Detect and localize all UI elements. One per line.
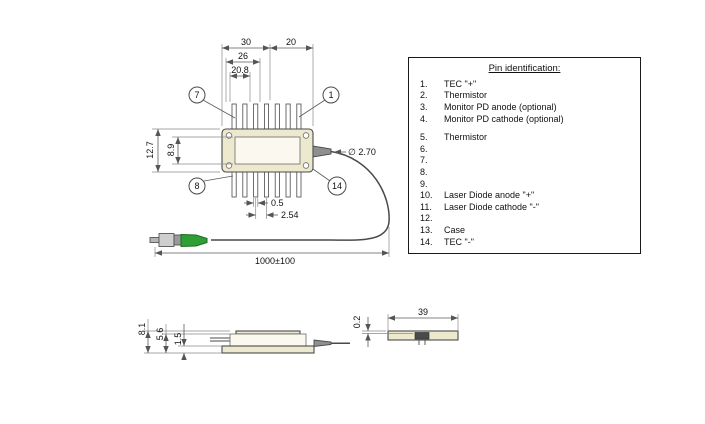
pin-number: 2. <box>420 90 428 101</box>
pin-table-title: Pin identification: <box>488 63 561 74</box>
package-lid <box>234 136 301 165</box>
pin-number: 5. <box>420 132 428 143</box>
fiber-connector <box>149 233 208 248</box>
dimension-labels: 30 20 26 20.8 12.7 8.9 7 1 8 14 ∅ 2.70 0… <box>137 37 428 345</box>
side-body <box>229 333 307 347</box>
pin-label: Thermistor <box>444 132 488 143</box>
pin-row: 6. <box>409 143 640 155</box>
end-center-component <box>414 332 430 340</box>
pin-row: 9. <box>409 178 640 190</box>
pin-row: 7. <box>409 155 640 167</box>
mount-hole-icon <box>302 162 310 169</box>
dim-label-0-2: 0.2 <box>352 316 362 329</box>
fiber-cable <box>211 150 390 241</box>
pin-row: 5. Thermistor <box>409 131 640 143</box>
pin-number: 13. <box>420 224 433 235</box>
dim-label-26: 26 <box>238 51 248 61</box>
fiber-nose <box>312 145 332 158</box>
package-end-view <box>387 330 459 345</box>
callout-label-7: 7 <box>194 90 199 100</box>
pin-row: 14. TEC "-" <box>409 236 640 248</box>
pin-number: 8. <box>420 166 428 177</box>
mount-hole-icon <box>225 132 233 139</box>
pin-label: TEC "+" <box>444 78 477 89</box>
side-fiber-nose <box>313 339 332 348</box>
pin-label: Case <box>444 224 466 235</box>
pin-row: 1. TEC "+" <box>409 78 640 90</box>
pin-row: 11. Laser Diode cathode "-" <box>409 201 640 213</box>
dim-label-fiber-length: 1000±100 <box>255 256 295 266</box>
pin-number: 9. <box>420 178 428 189</box>
dim-label-12-7: 12.7 <box>145 141 155 159</box>
pin-number: 6. <box>420 143 428 154</box>
pin-identification-table: Pin identification: 1. TEC "+" 2. Thermi… <box>408 57 641 254</box>
pin-number: 7. <box>420 155 428 166</box>
pin-label: Monitor PD cathode (optional) <box>444 113 564 124</box>
pin-row: 10. Laser Diode anode "+" <box>409 189 640 201</box>
side-lid <box>235 330 301 335</box>
callout-label-8: 8 <box>194 181 199 191</box>
dim-label-fiber-dia: ∅ 2.70 <box>348 147 376 157</box>
dim-label-8-1: 8.1 <box>137 323 147 336</box>
end-view-dimensions <box>362 314 459 347</box>
callout-14 <box>327 176 347 196</box>
connector-boot <box>180 233 208 248</box>
connector-body <box>173 234 182 246</box>
pin-number: 12. <box>420 213 433 224</box>
pin-label: TEC "-" <box>444 236 474 247</box>
dim-label-8-9: 8.9 <box>166 144 176 157</box>
dim-label-2-54: 2.54 <box>281 210 299 220</box>
dim-label-20: 20 <box>286 37 296 47</box>
pin-row: 3. Monitor PD anode (optional) <box>409 101 640 113</box>
mount-hole-icon <box>302 132 310 139</box>
pin-row: 2. Thermistor <box>409 90 640 102</box>
callout-label-14: 14 <box>332 181 342 191</box>
pin-label: Monitor PD anode (optional) <box>444 101 557 112</box>
mount-hole-icon <box>225 162 233 169</box>
top-view-dimensions <box>152 44 390 257</box>
pin-label: Thermistor <box>444 90 488 101</box>
connector-nut <box>158 233 175 247</box>
pin-number: 14. <box>420 236 433 247</box>
dim-label-30: 30 <box>241 37 251 47</box>
dim-label-5-6: 5.6 <box>155 328 165 341</box>
package-side-view <box>210 330 350 354</box>
callout-label-1: 1 <box>328 90 333 100</box>
side-baseplate <box>221 345 315 354</box>
pin-number: 3. <box>420 101 428 112</box>
callout-1 <box>322 86 340 104</box>
pin-label: Laser Diode anode "+" <box>444 190 535 201</box>
pin-number: 1. <box>420 78 428 89</box>
dim-label-39: 39 <box>418 307 428 317</box>
dim-label-1-5: 1.5 <box>173 333 183 346</box>
pin-number: 11. <box>420 201 432 212</box>
pin-label: Laser Diode cathode "-" <box>444 201 539 212</box>
dim-label-0-5: 0.5 <box>271 198 284 208</box>
package-pins-top <box>231 103 302 130</box>
pin-list-gap <box>409 124 640 131</box>
pin-number: 10. <box>420 190 433 201</box>
pin-row: 13. Case <box>409 224 640 236</box>
pin-number: 4. <box>420 113 428 124</box>
pin-row: 8. <box>409 166 640 178</box>
package-top-view <box>149 103 390 248</box>
package-pins-bottom <box>231 171 302 198</box>
pin-row: 4. Monitor PD cathode (optional) <box>409 113 640 125</box>
side-view-dimensions <box>144 319 230 361</box>
dim-label-20-8: 20.8 <box>231 65 249 75</box>
callout-8 <box>188 177 206 195</box>
connector-ferrule <box>149 237 160 243</box>
callout-7 <box>188 86 206 104</box>
pin-row: 12. <box>409 213 640 225</box>
